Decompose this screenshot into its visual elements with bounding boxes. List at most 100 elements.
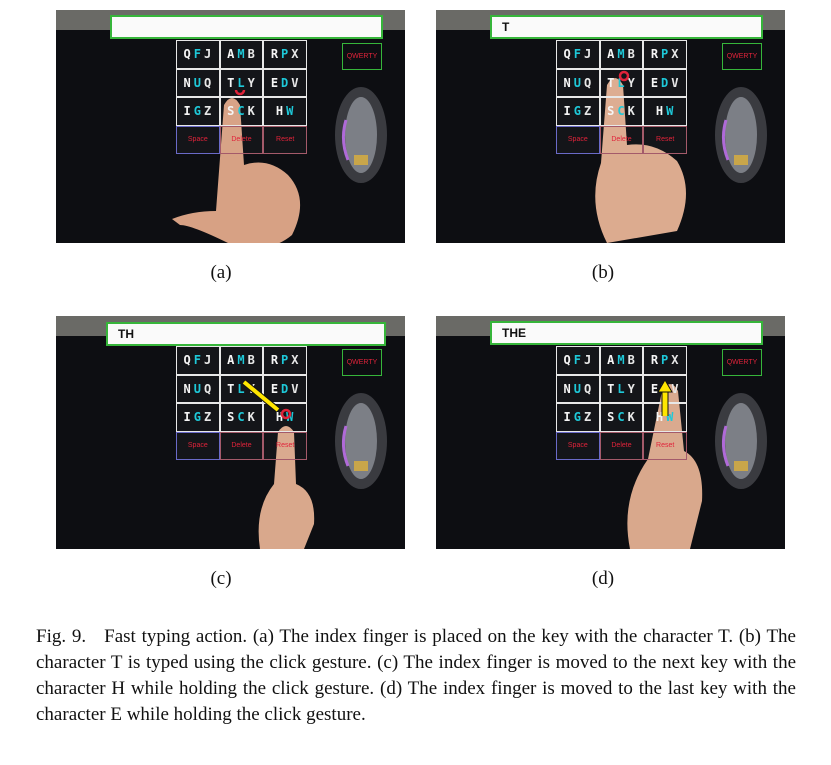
reset-key[interactable]: Reset [643, 125, 687, 154]
key-character: Z [583, 410, 593, 425]
delete-key[interactable]: Delete [599, 431, 644, 460]
qwerty-layout-button[interactable]: QWERTY [722, 349, 762, 376]
key-character: J [203, 353, 213, 368]
key-character: F [193, 47, 202, 62]
key-character: Y [247, 75, 256, 90]
key-character: R [650, 353, 660, 368]
key-character: G [193, 104, 202, 119]
qwerty-layout-button[interactable]: QWERTY [342, 43, 382, 70]
space-key[interactable]: Space [556, 431, 600, 460]
key-character: Y [247, 381, 256, 396]
key-character: B [247, 353, 256, 368]
key-character: V [671, 75, 680, 90]
key-character: Q [203, 381, 213, 396]
key-character: S [607, 104, 616, 119]
reset-key[interactable]: Reset [643, 431, 687, 460]
key-character: V [291, 381, 300, 396]
key-character: R [270, 47, 280, 62]
figure-number: Fig. 9. [36, 626, 87, 647]
qwerty-layout-button[interactable]: QWERTY [342, 349, 382, 376]
key-character: T [227, 75, 236, 90]
typed-text-box: TH [106, 322, 386, 346]
key-character: J [583, 47, 593, 62]
key-character: H [655, 104, 665, 119]
typed-text-box: THE [490, 321, 763, 345]
space-key[interactable]: Space [176, 125, 220, 154]
delete-key[interactable]: Delete [599, 125, 644, 154]
key-character: W [666, 410, 675, 425]
key-character: B [247, 47, 256, 62]
reset-key[interactable]: Reset [263, 431, 307, 460]
key-character: N [563, 381, 572, 396]
key-character: D [281, 75, 290, 90]
key-character: A [227, 47, 236, 62]
subfigure-label-c: (c) [210, 568, 232, 589]
reset-key[interactable]: Reset [263, 125, 307, 154]
key-character: K [627, 410, 636, 425]
delete-key[interactable]: Delete [219, 125, 264, 154]
key-character: K [627, 104, 636, 119]
key-character: E [650, 381, 660, 396]
delete-key[interactable]: Delete [219, 431, 264, 460]
key-character: Q [583, 75, 593, 90]
key-character: T [227, 381, 236, 396]
typed-text-box: T [490, 15, 763, 39]
space-key[interactable]: Space [176, 431, 220, 460]
key-character: X [671, 353, 680, 368]
key-character: A [607, 353, 616, 368]
qwerty-layout-button[interactable]: QWERTY [722, 43, 762, 70]
key-character: S [227, 104, 236, 119]
key-character: P [661, 353, 670, 368]
key-character: L [617, 381, 626, 396]
key-character: G [193, 410, 202, 425]
space-key[interactable]: Space [556, 125, 600, 154]
key-character: C [617, 410, 626, 425]
key-character: D [661, 75, 670, 90]
key-character: D [281, 381, 290, 396]
key-character: K [247, 104, 256, 119]
key-character: M [237, 47, 246, 62]
key-character: M [237, 353, 246, 368]
